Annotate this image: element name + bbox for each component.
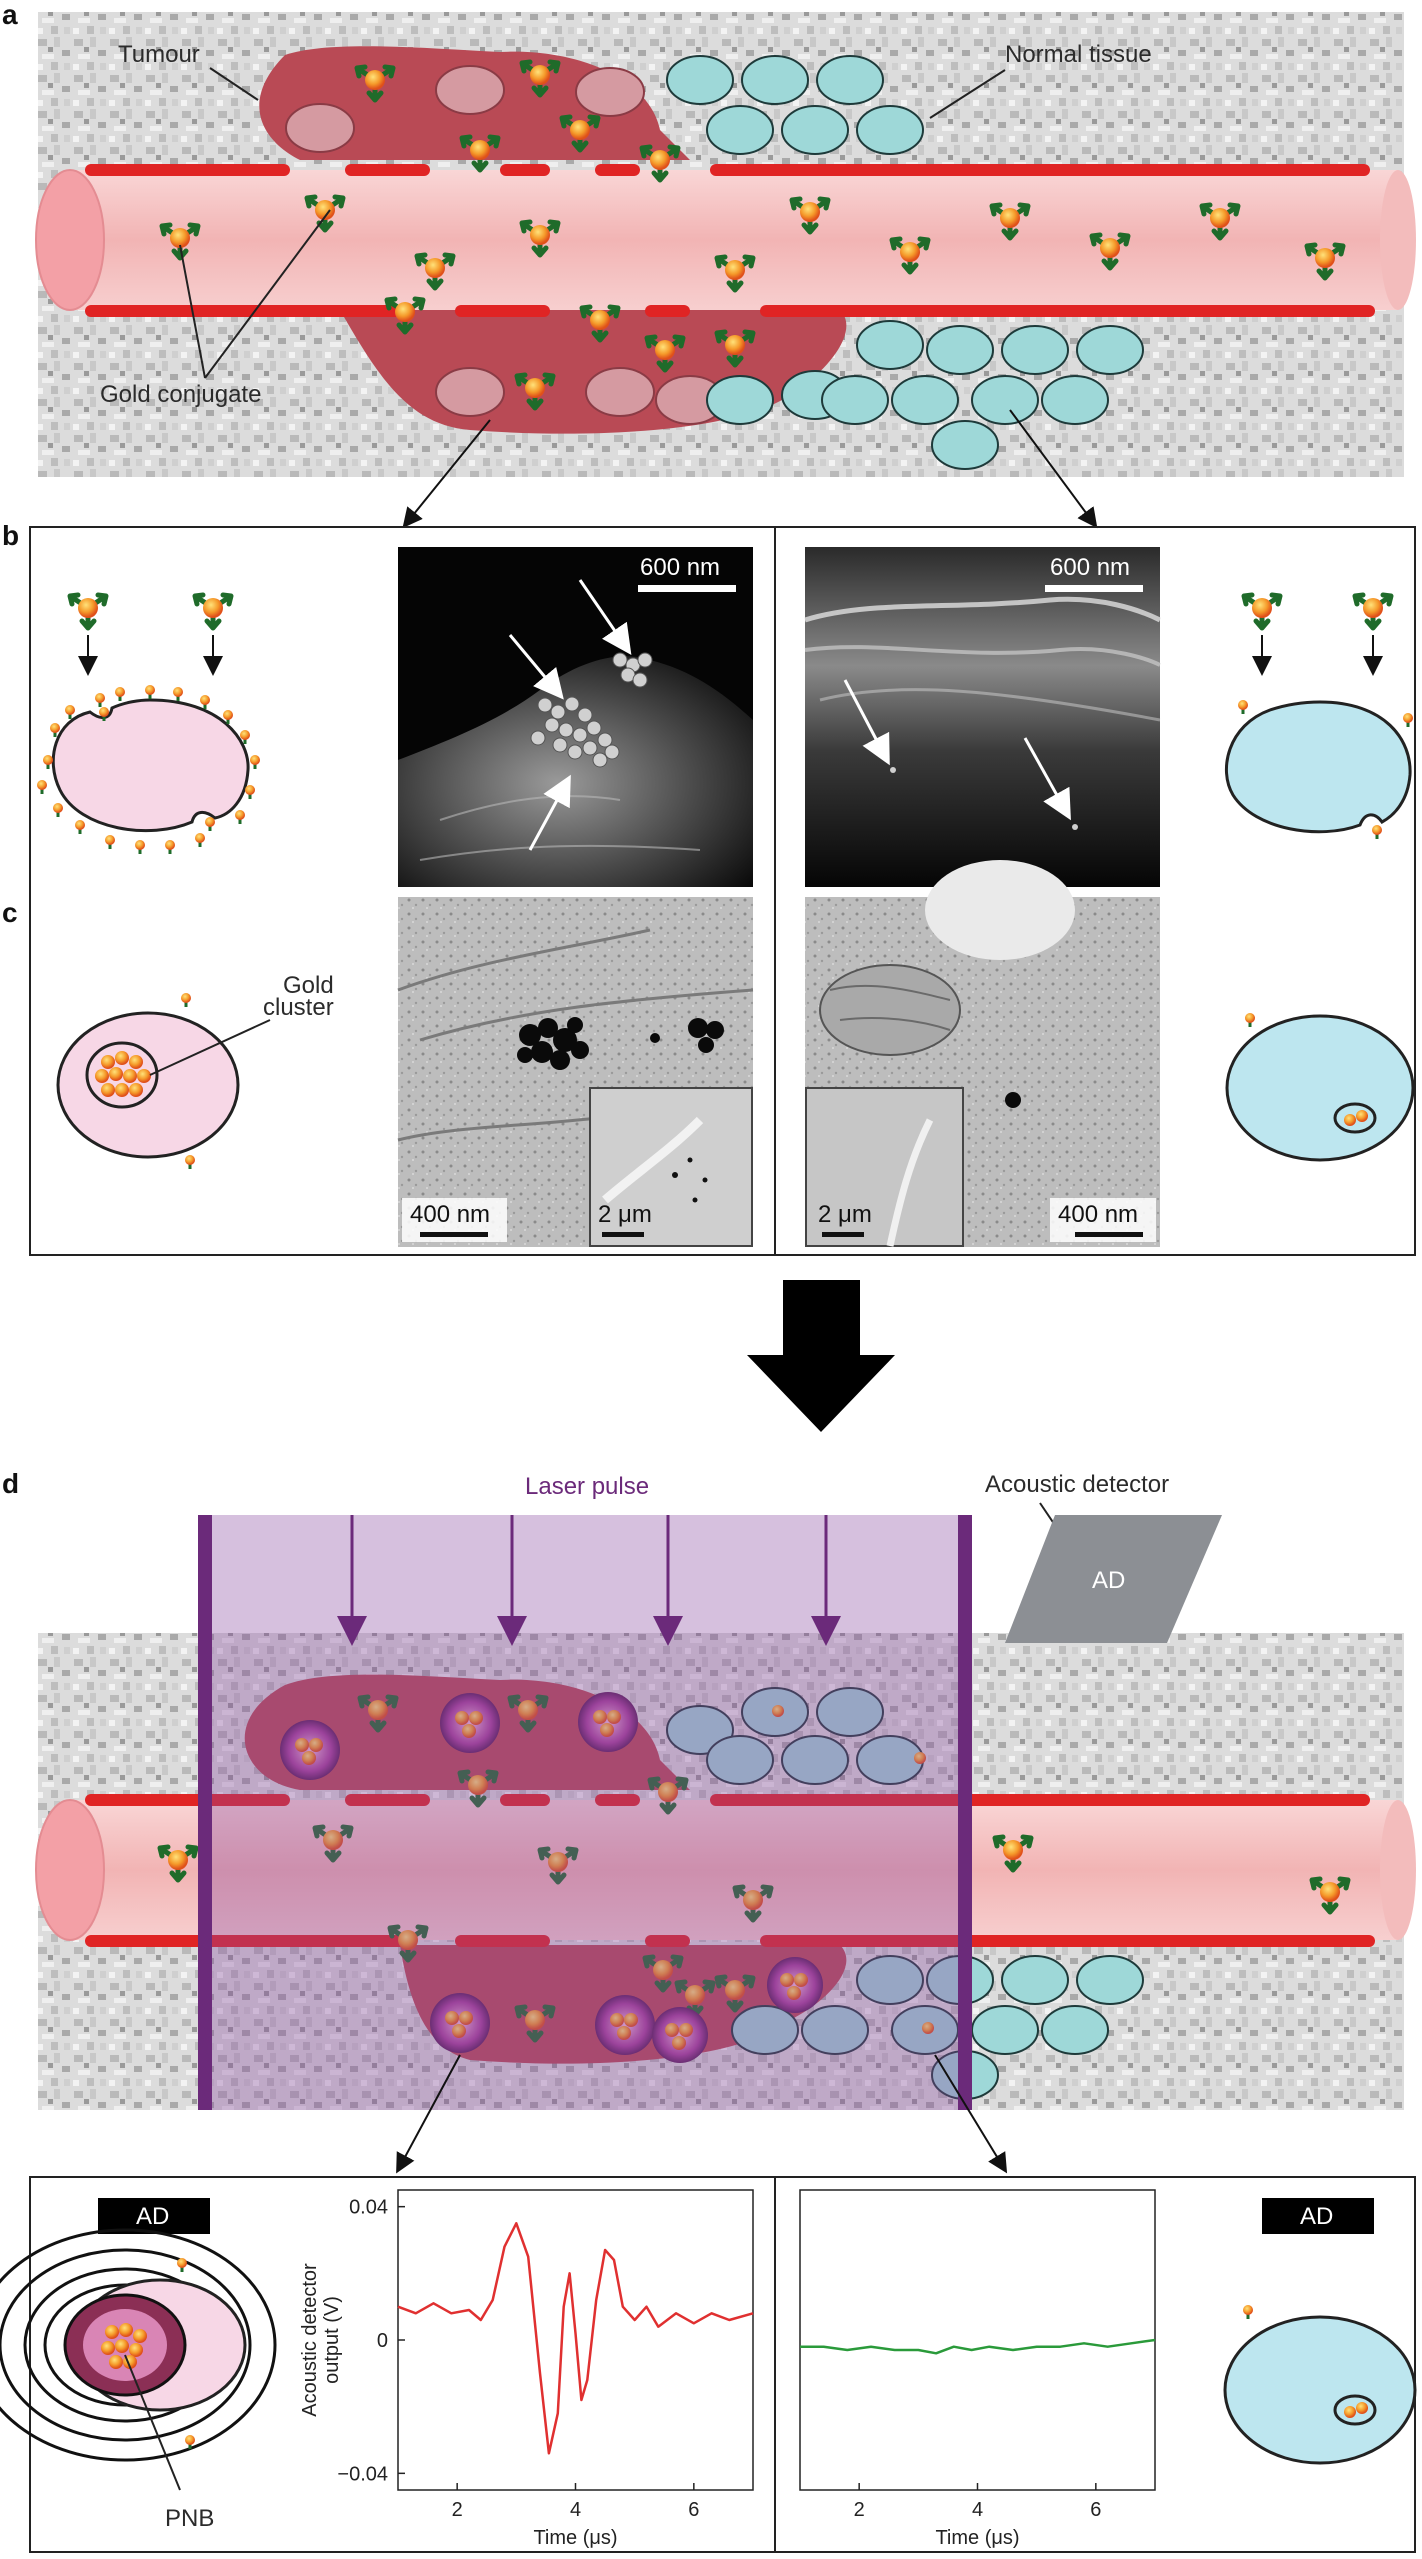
label-laser-pulse: Laser pulse bbox=[525, 1473, 649, 1500]
label-tumour: Tumour bbox=[118, 41, 200, 68]
y-tick-label: 0 bbox=[377, 2330, 388, 2352]
normal-cells-d bbox=[666, 1687, 1144, 2100]
x-axis-title: Time (μs) bbox=[935, 2527, 1019, 2549]
y-axis-title-line2: output (V) bbox=[321, 2296, 343, 2384]
sem-image-normal: 600 nm bbox=[804, 547, 1162, 887]
leader-tumour bbox=[209, 67, 259, 101]
label-acoustic-detector: Acoustic detector bbox=[985, 1471, 1169, 1498]
arrow-to-tumour-cell bbox=[402, 419, 491, 529]
y-axis-title-line1: Acoustic detector bbox=[299, 2263, 321, 2417]
scale-label-sem-left: 600 nm bbox=[640, 554, 720, 581]
normal-cells-a bbox=[666, 55, 1144, 470]
frame-right-bc bbox=[774, 526, 1416, 1256]
panel-letter-a: a bbox=[2, 0, 18, 30]
panel-letter-d: d bbox=[2, 1468, 19, 1499]
label-gold-conjugate: Gold conjugate bbox=[100, 381, 261, 408]
ad-label-right: AD bbox=[1300, 2203, 1333, 2230]
tumour-cell-binding-diagram bbox=[35, 595, 262, 856]
laser-beam bbox=[204, 1515, 970, 2110]
normal-cell-binding-diagram bbox=[1224, 595, 1415, 841]
panel-d: d bbox=[0, 1468, 1417, 2553]
panel-a: a bbox=[2, 0, 1416, 529]
arrow-to-tumour-signal bbox=[396, 2054, 461, 2174]
label-gold-cluster-1: Gold bbox=[283, 972, 334, 999]
normal-cell-internalized bbox=[1225, 1011, 1415, 1162]
tem-image-tumour: 400 nm 2 μm bbox=[397, 897, 754, 1247]
scale-label-tem-left-inset: 2 μm bbox=[598, 1201, 652, 1228]
leader-gold-conjugate bbox=[179, 209, 331, 379]
scale-label-tem-right-main: 400 nm bbox=[1058, 1201, 1138, 1228]
pnb-acoustic-diagram: AD PNB bbox=[0, 2198, 277, 2532]
x-tick-label: 2 bbox=[854, 2499, 865, 2521]
series-line bbox=[397, 2222, 754, 2455]
series-line bbox=[800, 2338, 1156, 2355]
plot-area bbox=[799, 2189, 1156, 2491]
laser-edge-right bbox=[958, 1515, 972, 2110]
big-down-arrow bbox=[747, 1280, 895, 1432]
x-tick-label: 4 bbox=[972, 2499, 983, 2521]
x-tick-label: 2 bbox=[452, 2499, 463, 2521]
normal-cell-d: AD bbox=[1223, 2198, 1417, 2465]
laser-edge-left bbox=[198, 1515, 212, 2110]
tem-image-normal: 2 μm 400 nm bbox=[805, 860, 1160, 1247]
blood-vessel-a bbox=[35, 164, 1416, 317]
acoustic-detector-label: AD bbox=[1092, 1567, 1125, 1594]
frame-right-d bbox=[774, 2176, 1416, 2553]
tumour-cells-a bbox=[285, 65, 725, 425]
ad-label-left: AD bbox=[136, 2203, 169, 2230]
panels-bc: b c bbox=[2, 520, 1416, 1256]
arrow-to-normal-signal bbox=[934, 2054, 1008, 2174]
x-tick-label: 6 bbox=[688, 2499, 699, 2521]
scale-label-tem-left-main: 400 nm bbox=[410, 1201, 490, 1228]
tumour-cell-gold-cluster: Gold cluster bbox=[56, 972, 334, 1171]
laser-arrows bbox=[337, 1515, 841, 1646]
pnb-bubbles-d bbox=[280, 1692, 934, 2063]
label-pnb: PNB bbox=[165, 2505, 214, 2532]
blood-vessel-d bbox=[35, 1794, 1416, 1947]
scale-label-tem-right-inset: 2 μm bbox=[818, 1201, 872, 1228]
label-gold-cluster-2: cluster bbox=[263, 994, 334, 1021]
x-tick-label: 4 bbox=[570, 2499, 581, 2521]
label-normal-tissue: Normal tissue bbox=[1005, 41, 1152, 68]
leader-normal-tissue bbox=[929, 69, 1006, 119]
y-tick-label: −0.04 bbox=[337, 2463, 388, 2485]
panel-letter-c: c bbox=[2, 897, 18, 928]
scale-label-sem-right: 600 nm bbox=[1050, 554, 1130, 581]
panel-letter-b: b bbox=[2, 520, 19, 551]
x-axis-title: Time (μs) bbox=[533, 2527, 617, 2549]
acoustic-detector bbox=[1005, 1515, 1222, 1643]
arrow-to-normal-cell bbox=[1009, 409, 1098, 529]
sem-image-tumour: 600 nm bbox=[398, 547, 753, 887]
y-tick-label: 0.04 bbox=[349, 2197, 388, 2219]
x-tick-label: 6 bbox=[1090, 2499, 1101, 2521]
